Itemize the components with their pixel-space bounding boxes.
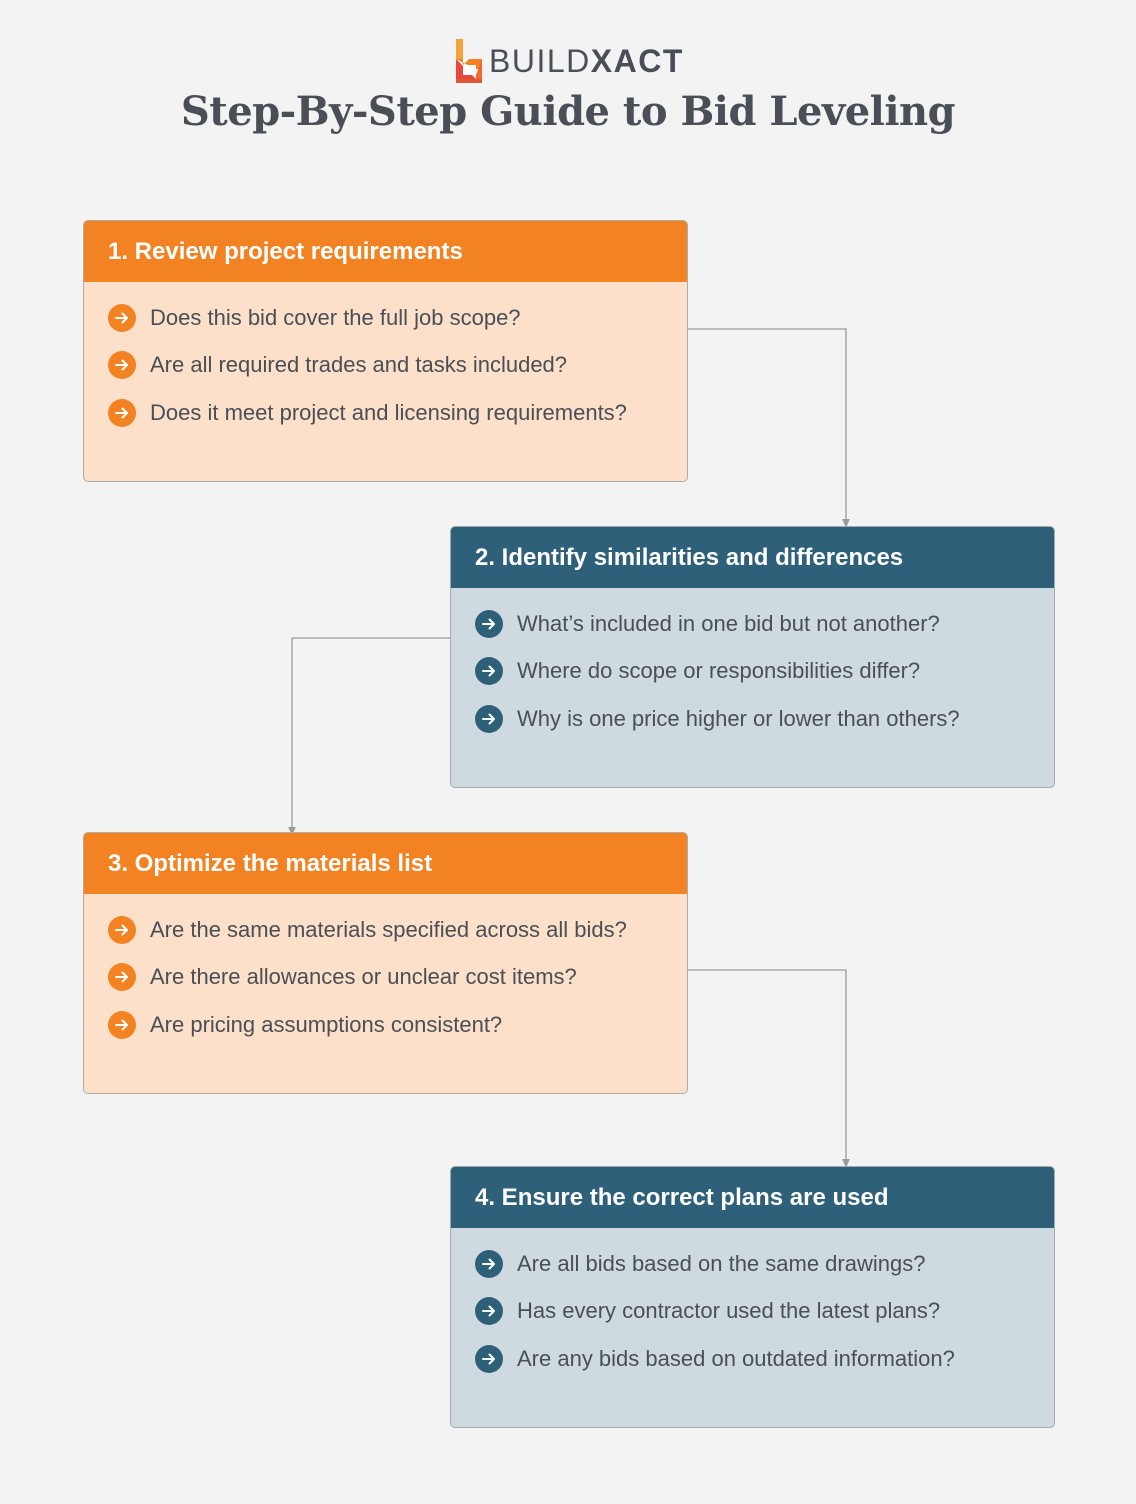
question-text: Where do scope or responsibilities diffe… [517,658,921,684]
step-title: 3. Optimize the materials list [84,833,687,894]
arrow-right-icon [108,303,136,332]
question-text: Are pricing assumptions consistent? [150,1011,503,1037]
connector-2-to-3 [288,637,450,836]
buildxact-logo-mark-icon [456,39,482,83]
question-item: Are pricing assumptions consistent? [108,1001,627,1049]
arrow-right-icon [108,915,136,944]
arrow-right-icon [475,1249,503,1278]
question-text: Are all required trades and tasks includ… [150,352,568,378]
step-card-2: 2. Identify similarities and differences… [450,526,1055,788]
question-text: Are all bids based on the same drawings? [517,1250,926,1276]
connector-1-to-2 [688,328,850,528]
step-question-list: Are the same materials specified across … [108,915,627,1073]
question-item: Are the same materials specified across … [108,906,627,954]
question-item: Are all required trades and tasks includ… [108,342,627,390]
arrow-right-icon [108,351,136,380]
step-title: 4. Ensure the correct plans are used [451,1167,1054,1228]
question-item: Are there allowances or unclear cost ite… [108,954,627,1002]
logo-text-build: BUILD [489,43,591,79]
arrow-right-icon [475,1297,503,1326]
arrow-right-icon [475,657,503,686]
question-text: Are there allowances or unclear cost ite… [150,964,577,990]
logo-wordmark: BUILDXACT [489,45,684,77]
question-item: Why is one price higher or lower than ot… [475,695,960,743]
question-text: What’s included in one bid but not anoth… [517,610,940,636]
step-title: 1. Review project requirements [84,221,687,282]
question-item: What’s included in one bid but not anoth… [475,600,960,648]
question-item: Are all bids based on the same drawings? [475,1240,955,1288]
question-item: Does it meet project and licensing requi… [108,389,627,437]
step-card-4: 4. Ensure the correct plans are used Are… [450,1166,1055,1428]
step-question-list: What’s included in one bid but not anoth… [475,609,960,767]
question-item: Does this bid cover the full job scope? [108,294,627,342]
logo-text-xact: XACT [590,43,684,79]
arrow-right-icon [475,1344,503,1373]
arrow-right-icon [475,704,503,733]
step-card-3: 3. Optimize the materials list Are the s… [83,832,688,1094]
connector-3-to-4 [688,969,850,1168]
arrow-right-icon [108,963,136,992]
question-item: Has every contractor used the latest pla… [475,1288,955,1336]
question-text: Are any bids based on outdated informati… [517,1345,955,1371]
question-text: Does this bid cover the full job scope? [150,304,521,330]
step-title: 2. Identify similarities and differences [451,527,1054,588]
question-text: Does it meet project and licensing requi… [150,399,627,425]
question-text: Are the same materials specified across … [150,916,627,942]
arrow-right-icon [108,1010,136,1039]
buildxact-logo: BUILDXACT [455,38,684,84]
question-item: Are any bids based on outdated informati… [475,1335,955,1383]
arrow-right-icon [108,398,136,427]
step-question-list: Are all bids based on the same drawings?… [475,1249,955,1407]
step-question-list: Does this bid cover the full job scope? … [108,303,627,461]
step-card-1: 1. Review project requirements Does this… [83,220,688,482]
page-title: Step-By-Step Guide to Bid Leveling [180,88,956,135]
question-text: Has every contractor used the latest pla… [517,1298,941,1324]
arrow-right-icon [475,609,503,638]
question-text: Why is one price higher or lower than ot… [517,705,960,731]
question-item: Where do scope or responsibilities diffe… [475,648,960,696]
